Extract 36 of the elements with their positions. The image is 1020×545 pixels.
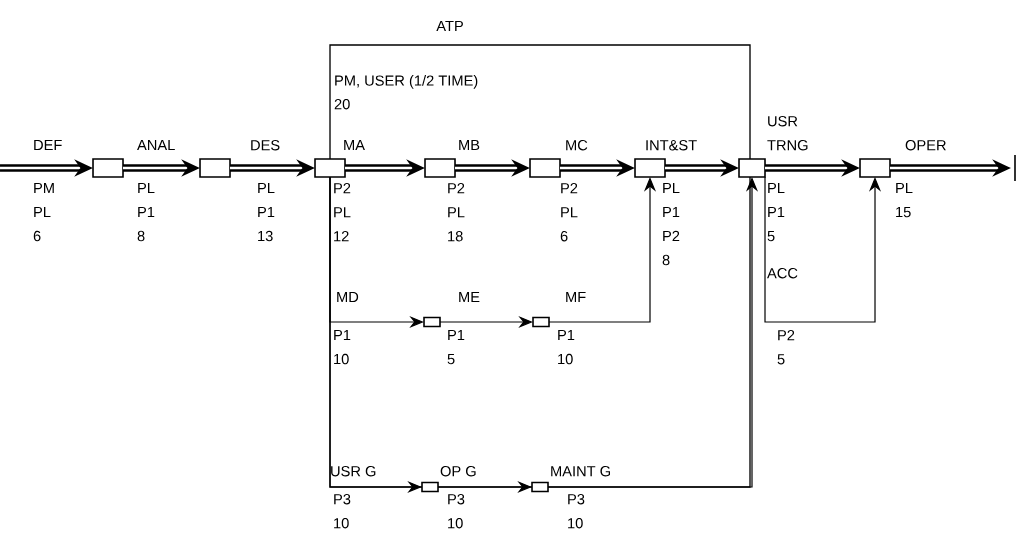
resource-label: P3 10	[448, 494, 465, 529]
resource-label: P3 10	[334, 494, 351, 529]
event-box	[859, 158, 891, 178]
edge-label: ACC	[767, 268, 798, 279]
edge-label: ANAL	[137, 140, 175, 151]
edge-label: ME	[459, 292, 480, 303]
resource-label: P1 10	[558, 330, 575, 365]
edge-label: MC	[566, 140, 588, 151]
edge-label: MA	[344, 140, 365, 151]
event-box	[199, 158, 231, 178]
edge-label: MB	[459, 140, 480, 151]
edge-label: OP G	[440, 466, 476, 477]
edge-label: DEF	[34, 140, 62, 151]
resource-label: P3 10	[568, 494, 585, 529]
resource-label: PL P1 8	[137, 183, 155, 242]
edge-label: USR G	[331, 466, 376, 477]
event-box	[314, 158, 346, 178]
event-box	[424, 158, 456, 178]
event-box	[532, 316, 550, 328]
resource-label: P2 5	[777, 330, 795, 365]
event-box	[529, 158, 561, 178]
event-box	[421, 481, 439, 493]
edge-label: INT&ST	[646, 140, 697, 151]
edge-label: MD	[337, 292, 359, 303]
edge-label: MAINT G	[551, 466, 610, 477]
edge-label: OPER	[905, 140, 946, 151]
event-box	[531, 481, 549, 493]
event-box	[738, 158, 766, 178]
edge-label: DES	[251, 140, 280, 151]
event-box	[423, 316, 441, 328]
event-box	[92, 158, 124, 178]
edge-label: USR TRNG	[767, 116, 808, 151]
resource-label: P1 10	[334, 330, 351, 365]
event-box	[634, 158, 666, 178]
edge-label: MF	[566, 292, 586, 303]
resource-label: PL P1 13	[258, 183, 275, 242]
